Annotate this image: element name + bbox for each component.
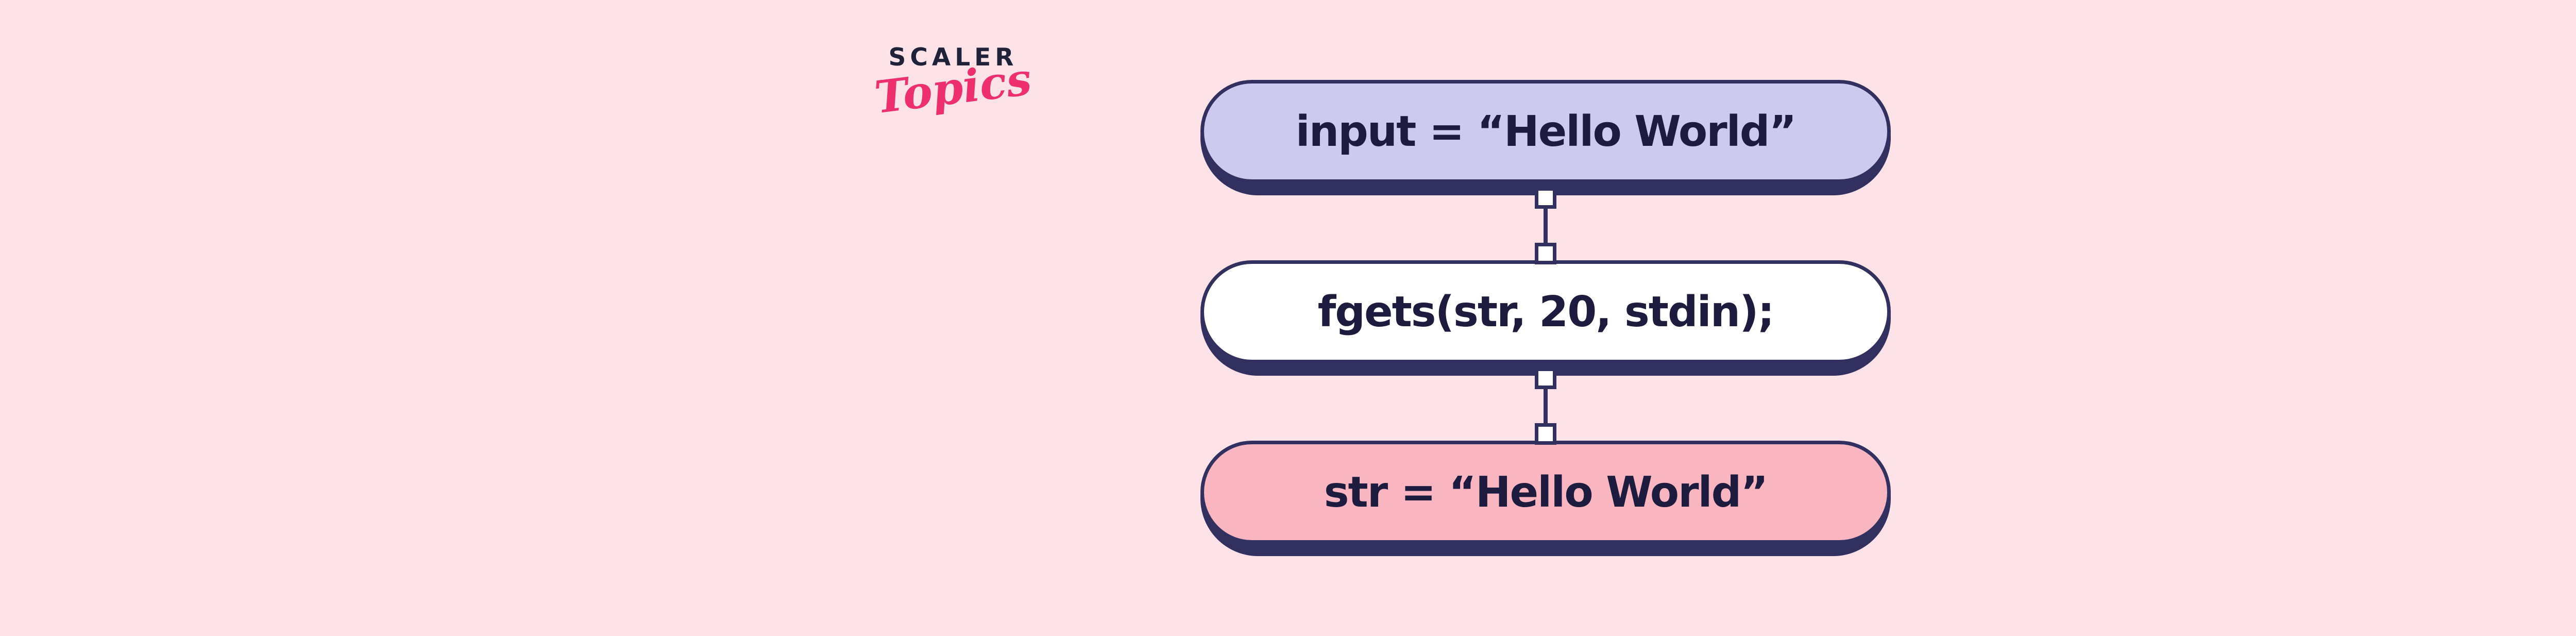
connector-port-top-icon	[1535, 187, 1556, 209]
flow-node-fgets-label: fgets(str, 20, stdin);	[1317, 287, 1775, 337]
logo-brand-text: SCALER	[888, 43, 1018, 72]
connector-input-to-fgets	[1533, 187, 1558, 264]
connector-port-top-icon	[1535, 367, 1556, 389]
flow-node-input: input = “Hello World”	[1200, 80, 1891, 195]
flow-node-output-label: str = “Hello World”	[1324, 467, 1768, 517]
flow-node-output: str = “Hello World”	[1200, 441, 1891, 556]
flow-node-input-label: input = “Hello World”	[1295, 107, 1797, 156]
connector-port-bottom-icon	[1535, 423, 1556, 445]
connector-fgets-to-output	[1533, 367, 1558, 445]
flow-node-fgets-fill: fgets(str, 20, stdin);	[1200, 260, 1891, 363]
connector-port-bottom-icon	[1535, 243, 1556, 264]
flow-node-fgets: fgets(str, 20, stdin);	[1200, 260, 1891, 376]
flow-node-output-fill: str = “Hello World”	[1200, 441, 1891, 544]
connector-line	[1544, 209, 1548, 243]
connector-line	[1544, 389, 1548, 423]
flow-node-input-fill: input = “Hello World”	[1200, 80, 1891, 183]
scaler-topics-logo: SCALER Topics	[866, 43, 1041, 124]
